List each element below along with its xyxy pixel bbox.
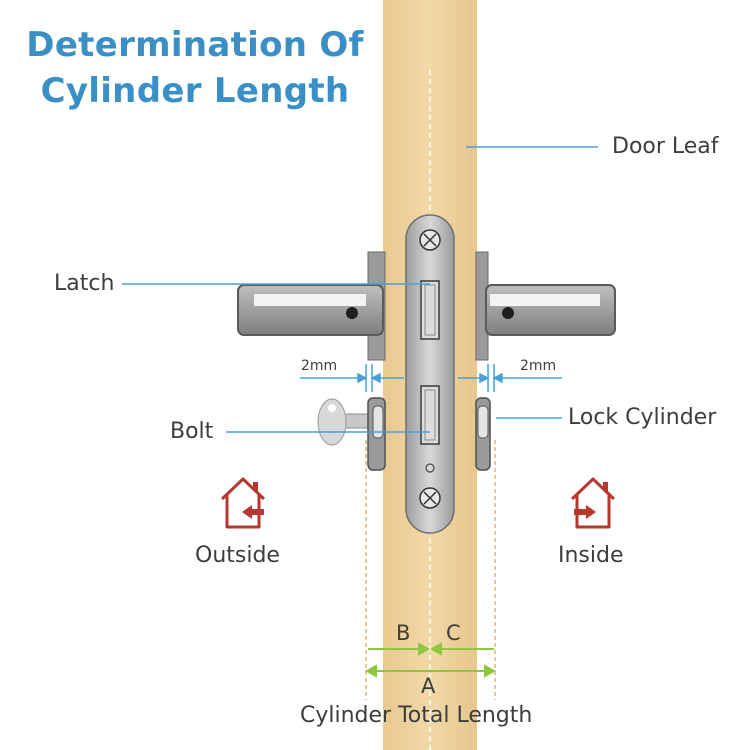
- outside-handle: [237, 284, 384, 336]
- door-leaf-label: Door Leaf: [612, 134, 719, 159]
- gap-right-marker: [458, 364, 562, 392]
- outside-cylinder: [367, 397, 386, 471]
- gap-left-marker: [300, 364, 404, 392]
- bolt: [420, 385, 440, 445]
- cylinder-screw: [425, 463, 435, 473]
- inside-cylinder: [475, 397, 491, 471]
- inside-label: Inside: [558, 543, 624, 568]
- dim-b-arrow: [368, 642, 431, 656]
- dim-a-label: A: [421, 674, 436, 698]
- screw-icon: [419, 487, 441, 509]
- outside-label: Outside: [195, 543, 280, 568]
- page-title-line-2: Cylinder Length: [40, 71, 350, 111]
- lock-cylinder-label: Lock Cylinder: [568, 405, 717, 430]
- dim-b-label: B: [396, 621, 411, 645]
- cylinder-total-length-label: Cylinder Total Length: [300, 703, 533, 728]
- outside-house-icon: [220, 477, 266, 529]
- latch-label: Latch: [54, 271, 115, 296]
- latch: [420, 280, 440, 340]
- dim-a-arrow: [364, 664, 497, 678]
- inside-house-icon: [570, 477, 616, 529]
- key-icon: [317, 398, 369, 446]
- lock-faceplate: [405, 214, 455, 534]
- bolt-label: Bolt: [170, 419, 214, 444]
- gap-right-label: 2mm: [520, 358, 557, 374]
- dim-c-label: C: [446, 621, 461, 645]
- screw-icon: [419, 229, 441, 251]
- gap-left-label: 2mm: [301, 358, 338, 374]
- page-title-line-1: Determination Of: [26, 25, 364, 65]
- inside-handle: [485, 284, 616, 336]
- dim-c-arrow: [429, 642, 494, 656]
